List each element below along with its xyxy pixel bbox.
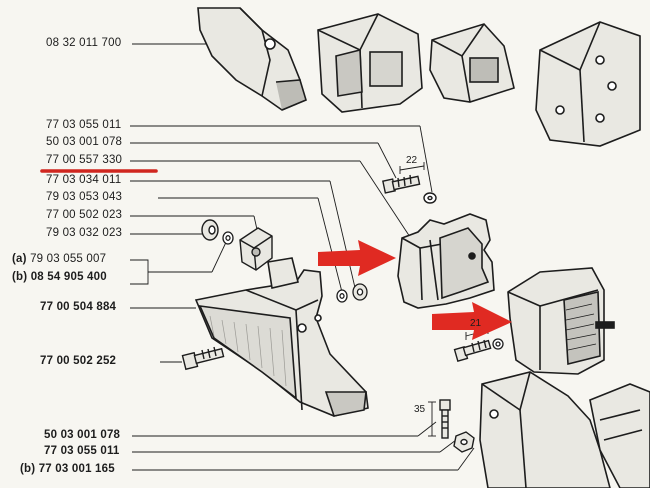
top-bracket-part: [197, 7, 307, 111]
bolt-left: [181, 346, 225, 371]
lower-crossmember-part: [479, 371, 650, 488]
dimension-label-22: 22: [406, 155, 418, 166]
bolt-middle: [453, 339, 492, 363]
label-part-10: 77 00 504 884: [40, 301, 117, 313]
engine-mount-right: [507, 267, 615, 375]
label-part-1: 77 03 055 011: [46, 119, 122, 131]
label-part-9-prefix: (b): [12, 271, 28, 283]
label-part-7: 79 03 032 023: [46, 227, 123, 239]
small-washer-left: [222, 231, 234, 245]
label-part-14-prefix: (b): [20, 463, 36, 475]
label-part-5: 79 03 053 043: [46, 191, 123, 203]
label-part-9: (b) 08 54 905 400: [12, 271, 107, 283]
label-part-8-number: 79 03 055 007: [30, 253, 107, 265]
bolt-lower: [439, 399, 451, 439]
rubber-pad-part: [239, 227, 273, 271]
washer-middle-1: [336, 289, 348, 303]
label-part-14-number: 77 03 001 165: [38, 463, 115, 475]
label-part-13: 77 03 055 011: [44, 445, 120, 457]
label-part-12: 50 03 001 078: [44, 429, 121, 441]
label-part-8: (a) 79 03 055 007: [12, 253, 106, 265]
label-part-6: 77 00 502 023: [46, 209, 123, 221]
label-part-11: 77 00 502 252: [40, 355, 117, 367]
red-arrow-center-icon: [318, 240, 396, 276]
label-part-8-prefix: (a): [12, 253, 27, 265]
label-top-part: 08 32 011 700: [46, 37, 122, 49]
top-rubber-mount-part: [429, 23, 515, 103]
washer-bolt-middle: [492, 338, 504, 350]
washer-upper: [423, 192, 437, 204]
label-part-2: 50 03 001 078: [46, 136, 123, 148]
spacer-ring: [201, 219, 219, 241]
label-part-4: 77 03 034 011: [46, 174, 122, 186]
label-part-14: (b) 77 03 001 165: [20, 463, 115, 475]
engine-mount-center: [397, 213, 495, 309]
washer-middle-2: [352, 283, 368, 301]
top-mount-part: [317, 13, 423, 113]
dimension-22: [399, 162, 425, 174]
red-arrow-right-icon: [432, 302, 512, 340]
leader-lines: [130, 43, 475, 471]
bolt-upper: [382, 174, 421, 194]
nut-lower: [453, 431, 475, 453]
dimension-35: [428, 401, 436, 437]
large-side-bracket: [194, 257, 369, 417]
label-part-3-highlighted: 77 00 557 330: [46, 154, 123, 166]
dimension-label-35: 35: [414, 404, 426, 415]
top-right-bracket-part: [535, 21, 641, 147]
label-part-9-number: 08 54 905 400: [30, 271, 107, 283]
dimension-label-21: 21: [470, 318, 482, 329]
